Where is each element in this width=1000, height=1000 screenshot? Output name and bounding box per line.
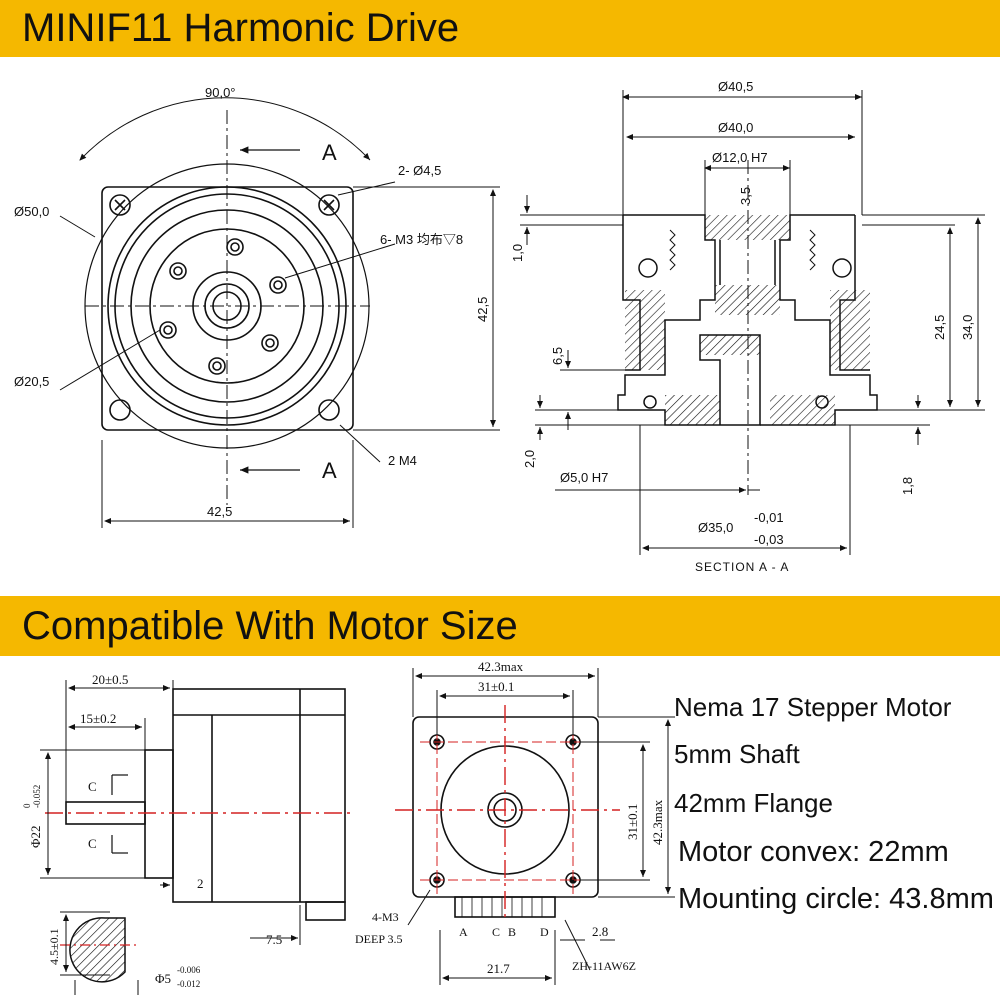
section-view-labels: Ø40,5 Ø40,0 Ø12,0 H7 3,5 1,0 24,5 34,0 6… xyxy=(510,79,975,574)
shaft-tol-lower: -0.012 xyxy=(177,979,200,989)
screw-label: 4-M3 xyxy=(372,910,399,924)
motor-front-labels: 42.3max 31±0.1 31±0.1 42.3max 4-M3 DEEP … xyxy=(355,659,665,976)
hole-spacing-label: 31±0.1 xyxy=(478,679,514,694)
pin-width-label: 21.7 xyxy=(487,961,510,976)
connector-side xyxy=(305,901,346,921)
shaft-tol-upper: -0.006 xyxy=(177,965,201,975)
dim-2-label: 2 xyxy=(197,876,204,891)
width-max-label: 42.3max xyxy=(478,659,524,674)
motor-side-view xyxy=(40,680,352,995)
section-mark-bottom: A xyxy=(322,458,337,483)
section-caption: SECTION A - A xyxy=(695,560,789,574)
height-label: 42,5 xyxy=(475,297,490,322)
boss-tol-upper: 0 xyxy=(22,803,32,808)
pin-d: D xyxy=(540,925,549,939)
shaft-dia-label: Φ5 xyxy=(155,971,171,986)
height-max-label: 42.3max xyxy=(650,799,665,845)
outer-dia-label: Ø50,0 xyxy=(14,204,49,219)
connector-label: ZH-11AW6Z xyxy=(572,959,636,973)
motor-body xyxy=(172,688,346,903)
cut-c2: C xyxy=(88,836,97,851)
pilot-dia-label: Ø35,0 xyxy=(698,520,733,535)
spec-flange: 42mm Flange xyxy=(674,788,833,818)
compat-title: Compatible With Motor Size xyxy=(22,603,518,648)
spec-mounting: Mounting circle: 43.8mm xyxy=(678,883,994,915)
banner-title: MINIF11 Harmonic Drive xyxy=(22,6,460,50)
section-mark-top: A xyxy=(322,140,337,165)
deep-label: DEEP 3.5 xyxy=(355,932,403,946)
section-view xyxy=(520,90,985,555)
inner-dia-label: Ø20,5 xyxy=(14,374,49,389)
bore-label: Ø12,0 H7 xyxy=(712,150,768,165)
front-view-labels: 90,0° A A Ø50,0 2- Ø4,5 6- M3 均布▽8 42,5 … xyxy=(14,85,490,519)
dim-245-label: 24,5 xyxy=(932,315,947,340)
len-15-label: 15±0.2 xyxy=(80,711,116,726)
boss xyxy=(144,749,174,879)
pin-b: B xyxy=(508,925,516,939)
flat-label: 4.5±0.1 xyxy=(47,928,61,965)
len-20-label: 20±0.5 xyxy=(92,672,128,687)
dim-65-label: 6,5 xyxy=(550,347,565,365)
pin-a: A xyxy=(459,925,468,939)
spec-convex: Motor convex: 22mm xyxy=(678,836,949,868)
dim-20-label: 2,0 xyxy=(522,450,537,468)
tol-lower: -0,03 xyxy=(754,532,784,547)
dia-top-label: Ø40,5 xyxy=(718,79,753,94)
thread-callout: 6- M3 均布▽8 xyxy=(380,232,463,247)
dim-18-label: 1,8 xyxy=(900,477,915,495)
pin-c: C xyxy=(492,925,500,939)
motor-side-labels: 20±0.5 15±0.2 Φ22 0 -0.052 C C 2 7.5 4.5… xyxy=(22,672,282,989)
dim-75-label: 7.5 xyxy=(266,932,282,947)
boss-dia-label: Φ22 xyxy=(28,825,43,848)
spec-motor: Nema 17 Stepper Motor xyxy=(674,692,952,722)
front-view xyxy=(59,97,500,528)
side-thread-label: 2 M4 xyxy=(388,453,417,468)
motor-front-view xyxy=(395,668,675,985)
width-label: 42,5 xyxy=(207,504,232,519)
title-banner: MINIF11 Harmonic Drive xyxy=(0,0,1000,57)
shaft-bore-label: Ø5,0 H7 xyxy=(560,470,608,485)
angle-label: 90,0° xyxy=(205,85,236,100)
hole-callout: 2- Ø4,5 xyxy=(398,163,441,178)
tol-upper: -0,01 xyxy=(754,510,784,525)
pin-offset-label: 2.8 xyxy=(592,924,608,939)
vert-spacing-label: 31±0.1 xyxy=(625,804,640,840)
spec-shaft: 5mm Shaft xyxy=(674,739,800,769)
dim-10-label: 1,0 xyxy=(510,244,525,262)
dia-second-label: Ø40,0 xyxy=(718,120,753,135)
boss-tol-lower: -0.052 xyxy=(32,785,42,808)
cut-c1: C xyxy=(88,779,97,794)
depth-35-label: 3,5 xyxy=(738,187,753,205)
dim-340-label: 34,0 xyxy=(960,315,975,340)
compat-banner: Compatible With Motor Size xyxy=(0,596,1000,656)
